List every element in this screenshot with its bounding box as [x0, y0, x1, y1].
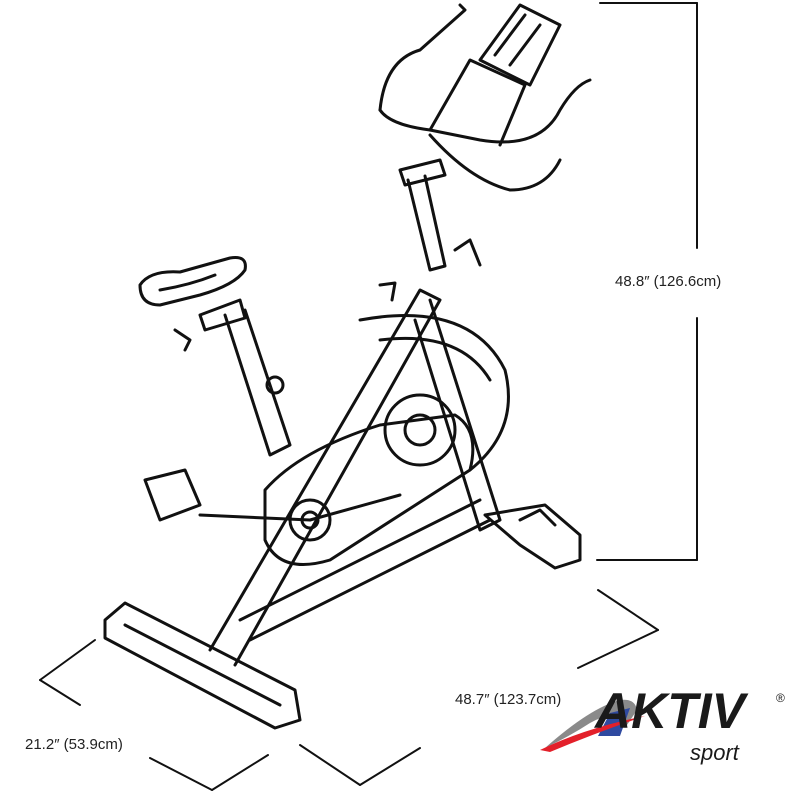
chain-guard: [263, 413, 475, 566]
frame: [208, 288, 502, 667]
height-dimension-line: [596, 2, 698, 561]
aktiv-sport-logo: AKTIV ® sport: [540, 683, 790, 768]
height-dimension-label: 48.8″ (126.6cm): [615, 273, 722, 290]
handlebars: [378, 3, 592, 192]
handlebar-post: [378, 158, 482, 302]
logo-brand: AKTIV: [595, 683, 745, 739]
front-stabilizer: [483, 503, 582, 570]
logo-swoosh-icon: [540, 699, 645, 752]
logo-registered: ®: [776, 691, 785, 705]
length-dimension-label: 48.7″ (123.7cm): [455, 691, 562, 708]
logo-sport: sport: [690, 740, 739, 765]
console-holder: [478, 3, 562, 87]
width-dimension-label: 21.2″ (53.9cm): [25, 736, 123, 753]
crank-pedals: [143, 468, 402, 522]
seat-post: [173, 298, 292, 457]
flywheel: [358, 314, 510, 472]
length-dimension-line: [299, 589, 659, 786]
saddle: [138, 256, 247, 307]
width-dimension-line: [39, 639, 269, 791]
rear-stabilizer: [103, 601, 302, 730]
